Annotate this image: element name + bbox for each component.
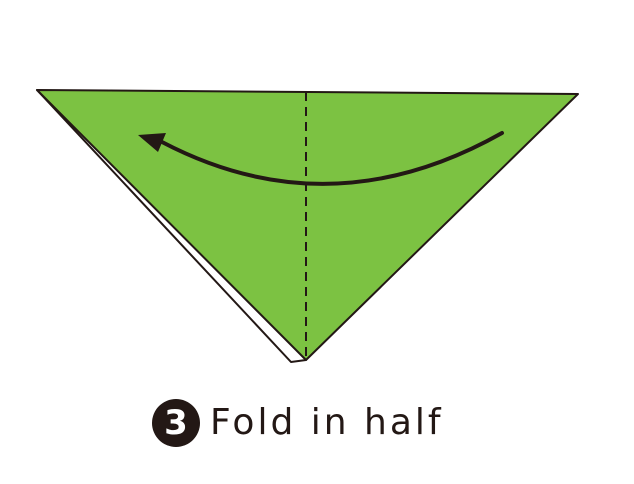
step-number-badge: 3: [152, 399, 200, 447]
paper-front-triangle: [36, 89, 579, 361]
step-caption: 3 Fold in half: [152, 398, 444, 448]
fold-arrow-curve: [160, 131, 504, 186]
step-instruction: Fold in half: [210, 402, 444, 443]
curved-arrow-left-icon: [138, 133, 166, 152]
step-number: 3: [164, 403, 188, 443]
